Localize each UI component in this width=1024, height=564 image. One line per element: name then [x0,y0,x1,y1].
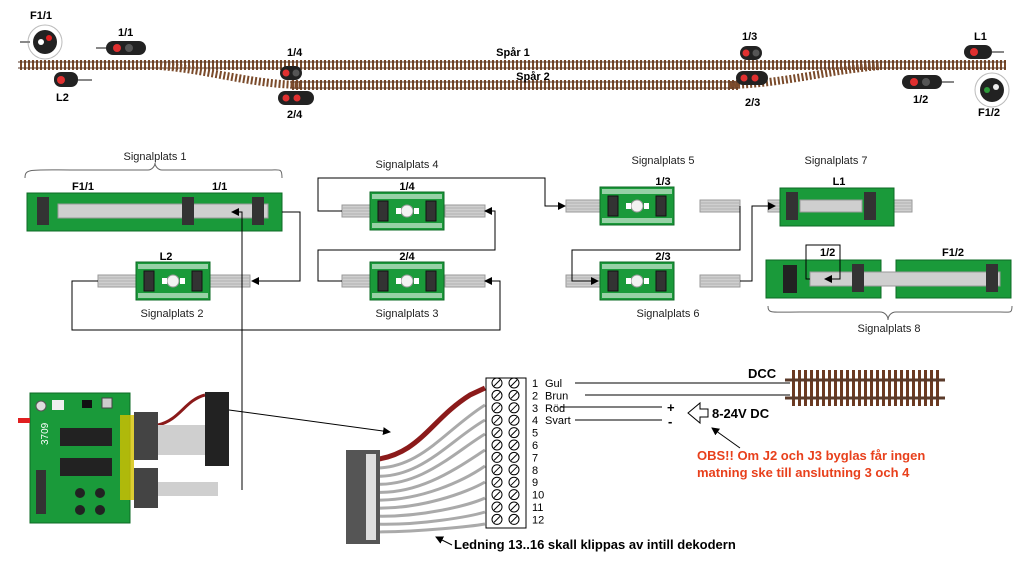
terminal-name: Gul [545,378,562,390]
signal-11: 1/1 [96,27,146,55]
board-label-12: 1/2 [820,247,835,259]
signal-23: 2/3 [736,71,768,109]
signalplats-5: 1/3 Signalplats 5 [565,155,741,226]
terminal-number: 10 [532,490,544,502]
terminal-name: Brun [545,390,568,402]
signalplats-8: 1/2 F1/2 Signalplats 8 [765,247,1013,335]
signalplats-4-title: Signalplats 4 [376,159,439,171]
signalplats-6: 2/3 Signalplats 6 [565,251,741,320]
signal-24: 2/4 [278,91,314,121]
warning-arrow-icon [711,427,741,449]
terminal-number: 11 [532,502,543,514]
track-spar-1 [18,60,1006,70]
signal-label-14: 1/4 [287,47,303,59]
signal-12: 1/2 [902,75,954,106]
terminal-name: Röd [545,403,565,415]
signal-14: 1/4 [280,47,303,80]
terminal-name: Svart [545,415,571,427]
signal-label-l2: L2 [56,92,69,104]
power-plus: + [667,400,675,415]
note-text: Ledning 13..16 skall klippas av intill d… [454,537,736,552]
terminal-number: 2 [532,390,538,402]
signalplats-5-title: Signalplats 5 [632,155,695,167]
track-spar-2 [290,80,740,90]
cable-connector [346,385,487,544]
label-spar-2: Spår 2 [516,71,550,83]
signal-label-23: 2/3 [745,97,760,109]
signal-f11: F1/1 [20,10,63,60]
board-label-f11: F1/1 [72,181,94,193]
terminal-block [485,377,527,529]
signalplats-7: L1 Signalplats 7 [767,155,913,227]
board-label-l2: L2 [160,251,173,263]
signal-label-l1: L1 [974,31,987,43]
terminal-number: 4 [532,415,538,427]
terminal-number: 1 [532,378,538,390]
warning-line-1: OBS!! Om J2 och J3 byglas får ingen [697,448,925,463]
signal-label-13: 1/3 [742,31,757,43]
board-label-l1: L1 [833,176,846,188]
signal-13: 1/3 [740,31,762,60]
decoder-code: 3709 [40,422,51,445]
power-label: 8-24V DC [712,406,770,421]
signalplats-4: 1/4 Signalplats 4 [341,159,486,231]
signalplats-1: Signalplats 1 F1/1 1/1 [24,151,283,232]
label-spar-1: Spår 1 [496,47,530,59]
signal-f12: F1/2 [974,72,1010,119]
board-label-14: 1/4 [399,181,415,193]
dcc-label: DCC [748,366,777,381]
board-label-23: 2/3 [655,251,670,263]
terminal-number: 5 [532,428,538,440]
terminal-wires [560,382,790,421]
signalplats-1-title: Signalplats 1 [124,151,187,163]
decoder-ribbon [157,392,391,496]
signal-l2: L2 [54,72,92,104]
dcc-track [785,370,945,406]
signalplats-8-title: Signalplats 8 [858,323,921,335]
signal-label-11: 1/1 [118,27,133,39]
power-minus: - [668,414,672,429]
signal-label-f12: F1/2 [978,107,1000,119]
board-label-11: 1/1 [212,181,227,193]
signal-l1: L1 [964,31,1004,59]
terminal-number: 7 [532,452,538,464]
terminal-number: 3 [532,403,538,415]
power-arrow-icon [687,401,709,425]
signalplats-2-title: Signalplats 2 [141,308,204,320]
board-label-13: 1/3 [655,176,670,188]
track-layout: Spår 1 Spår 2 [18,47,1006,90]
board-label-24: 2/4 [399,251,415,263]
terminal-number: 6 [532,440,538,452]
signal-label-f11: F1/1 [30,10,52,22]
signalplats-2: L2 Signalplats 2 [97,251,251,320]
signalplats-7-title: Signalplats 7 [805,155,868,167]
signalplats-3-title: Signalplats 3 [376,308,439,320]
terminal-number: 9 [532,477,538,489]
decoder-board: 3709 [18,392,158,524]
terminal-number: 8 [532,465,538,477]
signal-label-24: 2/4 [287,109,303,121]
signalplats-6-title: Signalplats 6 [637,308,700,320]
signalplats-3: 2/4 Signalplats 3 [341,251,486,320]
board-label-f12: F1/2 [942,247,964,259]
note-arrow-icon [435,536,453,546]
warning-line-2: matning ske till anslutning 3 och 4 [697,465,910,480]
terminal-number: 12 [532,514,544,526]
signal-label-12: 1/2 [913,94,928,106]
connection-wires [71,177,841,490]
